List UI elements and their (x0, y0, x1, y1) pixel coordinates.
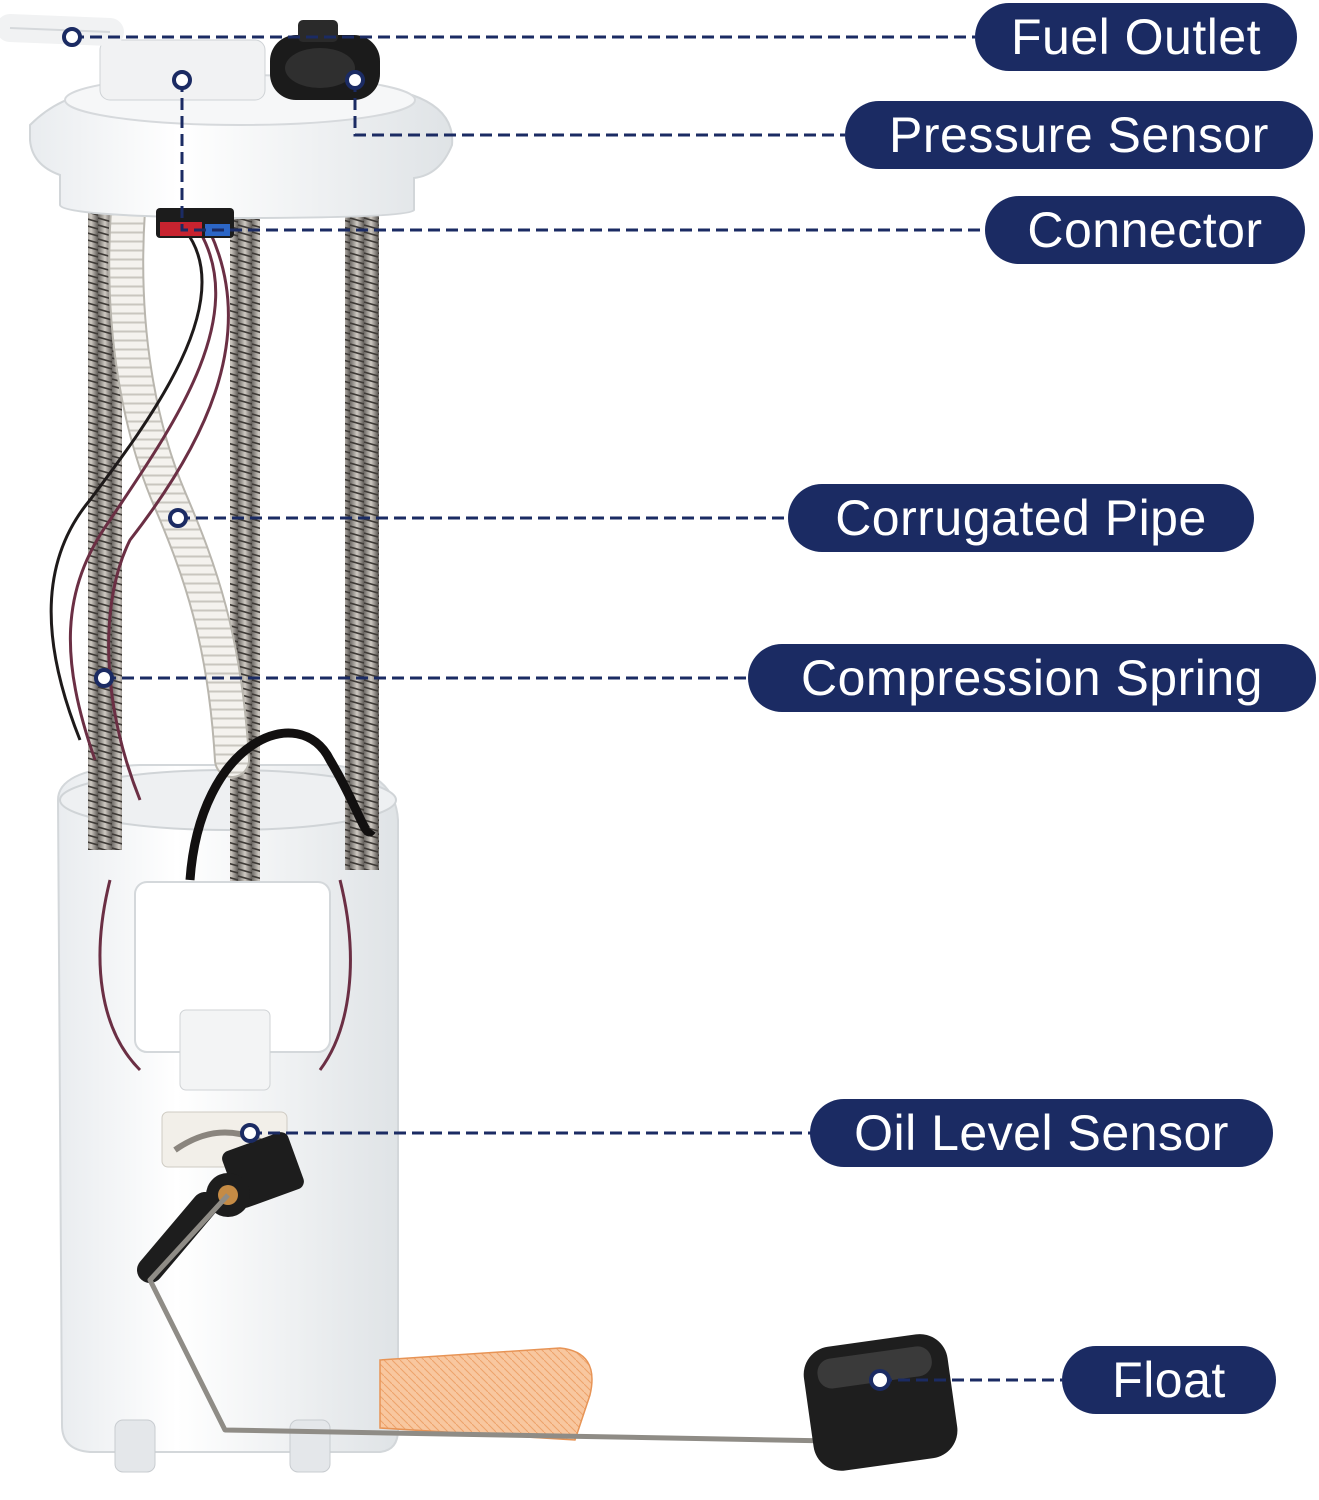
fuel-pump-module-image (0, 14, 958, 1473)
label-float: Float (1062, 1346, 1276, 1414)
float-arm (147, 1193, 891, 1445)
wiring-harness (49, 229, 376, 1072)
callout-leaders (72, 35, 1062, 1382)
dot-float (869, 1369, 891, 1391)
label-connector: Connector (985, 196, 1305, 264)
label-compression-spring: Compression Spring (748, 644, 1316, 712)
leader-connector (180, 80, 985, 232)
filter-sock (379, 1347, 593, 1441)
label-pressure-sensor: Pressure Sensor (845, 101, 1313, 169)
callout-dots (62, 27, 891, 1391)
compression-spring-middle (230, 200, 260, 890)
label-oil-level-sensor: Oil Level Sensor (810, 1099, 1273, 1167)
dot-corrugated-pipe (168, 508, 188, 528)
label-corrugated-pipe: Corrugated Pipe (788, 484, 1254, 552)
dot-pressure-sensor (345, 70, 365, 90)
dot-fuel-outlet (62, 27, 82, 47)
dot-connector (172, 70, 192, 90)
label-fuel-outlet: Fuel Outlet (975, 3, 1297, 71)
float-part (803, 1334, 958, 1471)
leader-pressure-sensor (353, 80, 845, 137)
dot-oil-level-sensor (240, 1123, 260, 1143)
compression-spring-right (345, 200, 379, 870)
dot-compression-spring (94, 668, 114, 688)
